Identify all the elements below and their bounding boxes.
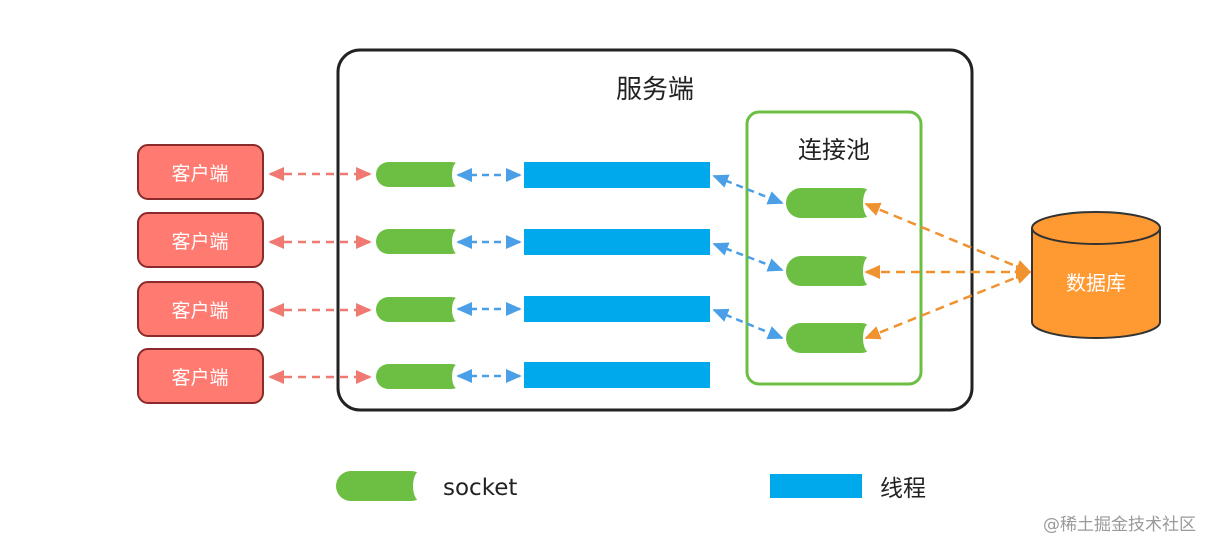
thread-bar <box>524 162 710 188</box>
socket-shape <box>786 256 877 286</box>
socket-shape <box>786 323 877 353</box>
legend-socket-label: socket <box>443 475 517 501</box>
legend: socket 线程 <box>336 471 926 502</box>
client-label: 客户端 <box>171 367 228 389</box>
legend-socket-swatch <box>336 471 427 501</box>
thread-bar <box>524 362 710 388</box>
client-node: 客户端 <box>137 281 264 337</box>
thread-pool-arrow <box>712 174 784 205</box>
socket-shape <box>376 229 464 254</box>
thread-pool-arrow <box>712 308 784 340</box>
client-socket-arrows <box>268 167 372 384</box>
thread-pool-arrow <box>712 242 784 272</box>
socket-shape <box>376 162 464 187</box>
client-label: 客户端 <box>171 163 228 185</box>
client-node: 客户端 <box>137 348 264 404</box>
legend-thread-swatch <box>770 474 862 498</box>
thread-bar <box>524 296 710 322</box>
socket-shape <box>376 297 464 322</box>
socket-thread-arrows <box>456 168 522 383</box>
client-label: 客户端 <box>171 231 228 253</box>
database-label: 数据库 <box>1066 271 1126 295</box>
thread-pool-arrows <box>712 174 784 340</box>
client-node: 客户端 <box>137 144 264 200</box>
client-node: 客户端 <box>137 212 264 268</box>
thread-bar <box>524 229 710 255</box>
socket-shape <box>786 188 877 218</box>
server-title: 服务端 <box>616 75 694 105</box>
client-label: 客户端 <box>171 300 228 322</box>
legend-thread-label: 线程 <box>880 476 926 502</box>
watermark: @稀土掘金技术社区 <box>1043 515 1196 535</box>
database-node: 数据库 <box>1031 211 1161 339</box>
pool-database-arrows <box>864 202 1032 340</box>
threads <box>524 162 710 388</box>
socket-shape <box>376 364 464 389</box>
pool-sockets <box>786 188 877 353</box>
connection-pool-title: 连接池 <box>798 136 870 164</box>
